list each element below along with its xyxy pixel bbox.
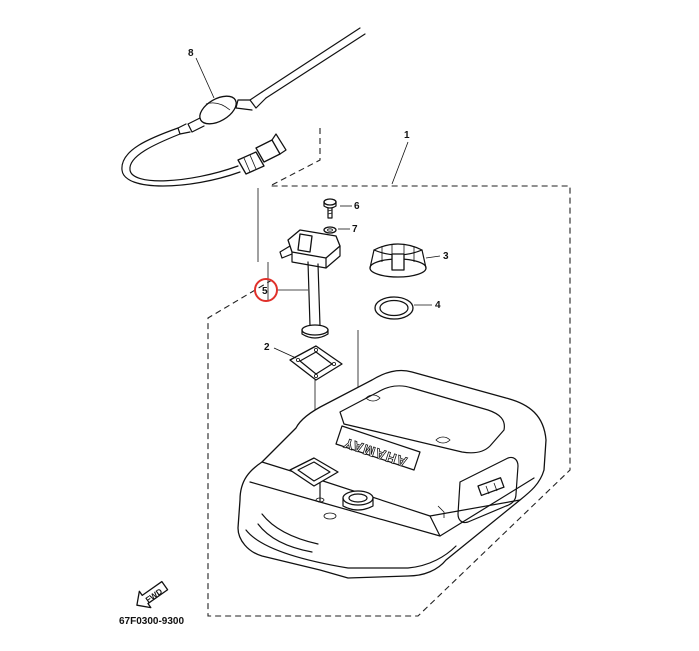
catalog-code: 67F0300-9300 [119, 616, 184, 627]
primer-bulb [199, 95, 237, 125]
label-8: 8 [188, 48, 194, 59]
screw-part[interactable] [323, 198, 337, 219]
label-7: 7 [352, 224, 358, 235]
washer-part[interactable] [323, 226, 337, 234]
assembly-outline [207, 128, 571, 617]
label-2: 2 [264, 342, 270, 353]
tank-cap-part[interactable] [369, 243, 427, 278]
forward-direction-arrow [136, 580, 169, 609]
label-6: 6 [354, 201, 360, 212]
fuel-hose-assembly[interactable] [121, 27, 366, 187]
cap-gasket-part[interactable] [374, 296, 414, 320]
label-3: 3 [443, 251, 449, 262]
label-4: 4 [435, 300, 441, 311]
fuel-gauge-unit[interactable] [279, 229, 341, 339]
fuel-tank-body[interactable] [237, 369, 547, 579]
label-1: 1 [404, 130, 410, 141]
label-5-highlight [254, 278, 278, 302]
label-5: 5 [262, 286, 268, 297]
gauge-gasket-part[interactable] [289, 345, 343, 381]
